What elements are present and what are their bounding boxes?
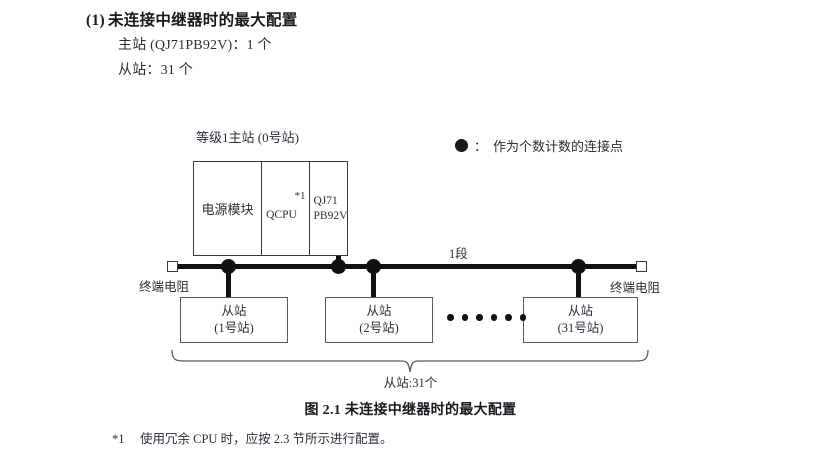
slave-name: 从站 <box>221 304 247 318</box>
terminator-right-label: 终端电阻 <box>610 281 661 295</box>
legend-label: 作为个数计数的连接点 <box>493 139 624 154</box>
slave-name: 从站 <box>567 304 593 318</box>
network-module-cell: QJ71 PB92V <box>310 162 348 255</box>
slave-station-number: (1号站) <box>214 321 254 335</box>
network-module-label: QJ71 PB92V <box>314 194 348 224</box>
master-station-title: 等级1主站 (0号站) <box>196 130 299 145</box>
drop-line-slave-31 <box>576 266 581 297</box>
footnote-text: 使用冗余 CPU 时，应按 2.3 节所示进行配置。 <box>140 432 393 446</box>
connection-node-master <box>331 259 346 274</box>
power-module-label: 电源模块 <box>201 202 254 217</box>
terminator-left-icon <box>167 261 178 272</box>
slave-station-box: 从站 (31号站) <box>523 297 638 343</box>
legend-colon: ： <box>474 139 488 154</box>
filled-circle-icon <box>455 139 468 152</box>
slave-count-line: 从站：31 个 <box>118 63 193 78</box>
terminator-left-label: 终端电阻 <box>139 280 190 294</box>
power-module-cell: 电源模块 <box>194 162 263 255</box>
slave-station-box: 从站 (2号站) <box>325 297 433 343</box>
bus-line <box>177 264 638 269</box>
cpu-footnote-marker: *1 <box>294 190 306 202</box>
slave-group-brace <box>171 349 649 373</box>
figure-caption: 图 2.1 未连接中继器时的最大配置 <box>304 403 517 418</box>
slave-station-number: (31号站) <box>557 321 604 335</box>
segment-label: 1段 <box>449 247 468 261</box>
cpu-module-cell: QCPU *1 <box>262 162 310 255</box>
legend: ： 作为个数计数的连接点 <box>455 136 623 155</box>
section-number: (1) <box>86 12 105 29</box>
slave-name: 从站 <box>366 304 392 318</box>
slave-station-box: 从站 (1号站) <box>180 297 288 343</box>
slave-station-number: (2号站) <box>359 321 399 335</box>
master-rack: 电源模块 QCPU *1 QJ71 PB92V <box>193 161 348 256</box>
drop-line-slave-1 <box>226 266 231 297</box>
network-module-line2: PB92V <box>313 210 348 222</box>
ellipsis-dots <box>447 314 526 321</box>
master-count-line: 主站 (QJ71PB92V)：1 个 <box>118 38 272 53</box>
network-module-line1: QJ71 <box>313 195 338 207</box>
drop-line-slave-2 <box>371 266 376 297</box>
footnote: *1 使用冗余 CPU 时，应按 2.3 节所示进行配置。 <box>112 428 392 447</box>
section-heading: (1)未连接中继器时的最大配置 <box>86 8 298 30</box>
footnote-marker: *1 <box>112 432 125 446</box>
slave-group-label: 从站:31个 <box>383 376 438 390</box>
cpu-label: QCPU <box>266 209 297 221</box>
terminator-right-icon <box>636 261 647 272</box>
section-title: 未连接中继器时的最大配置 <box>107 12 298 29</box>
